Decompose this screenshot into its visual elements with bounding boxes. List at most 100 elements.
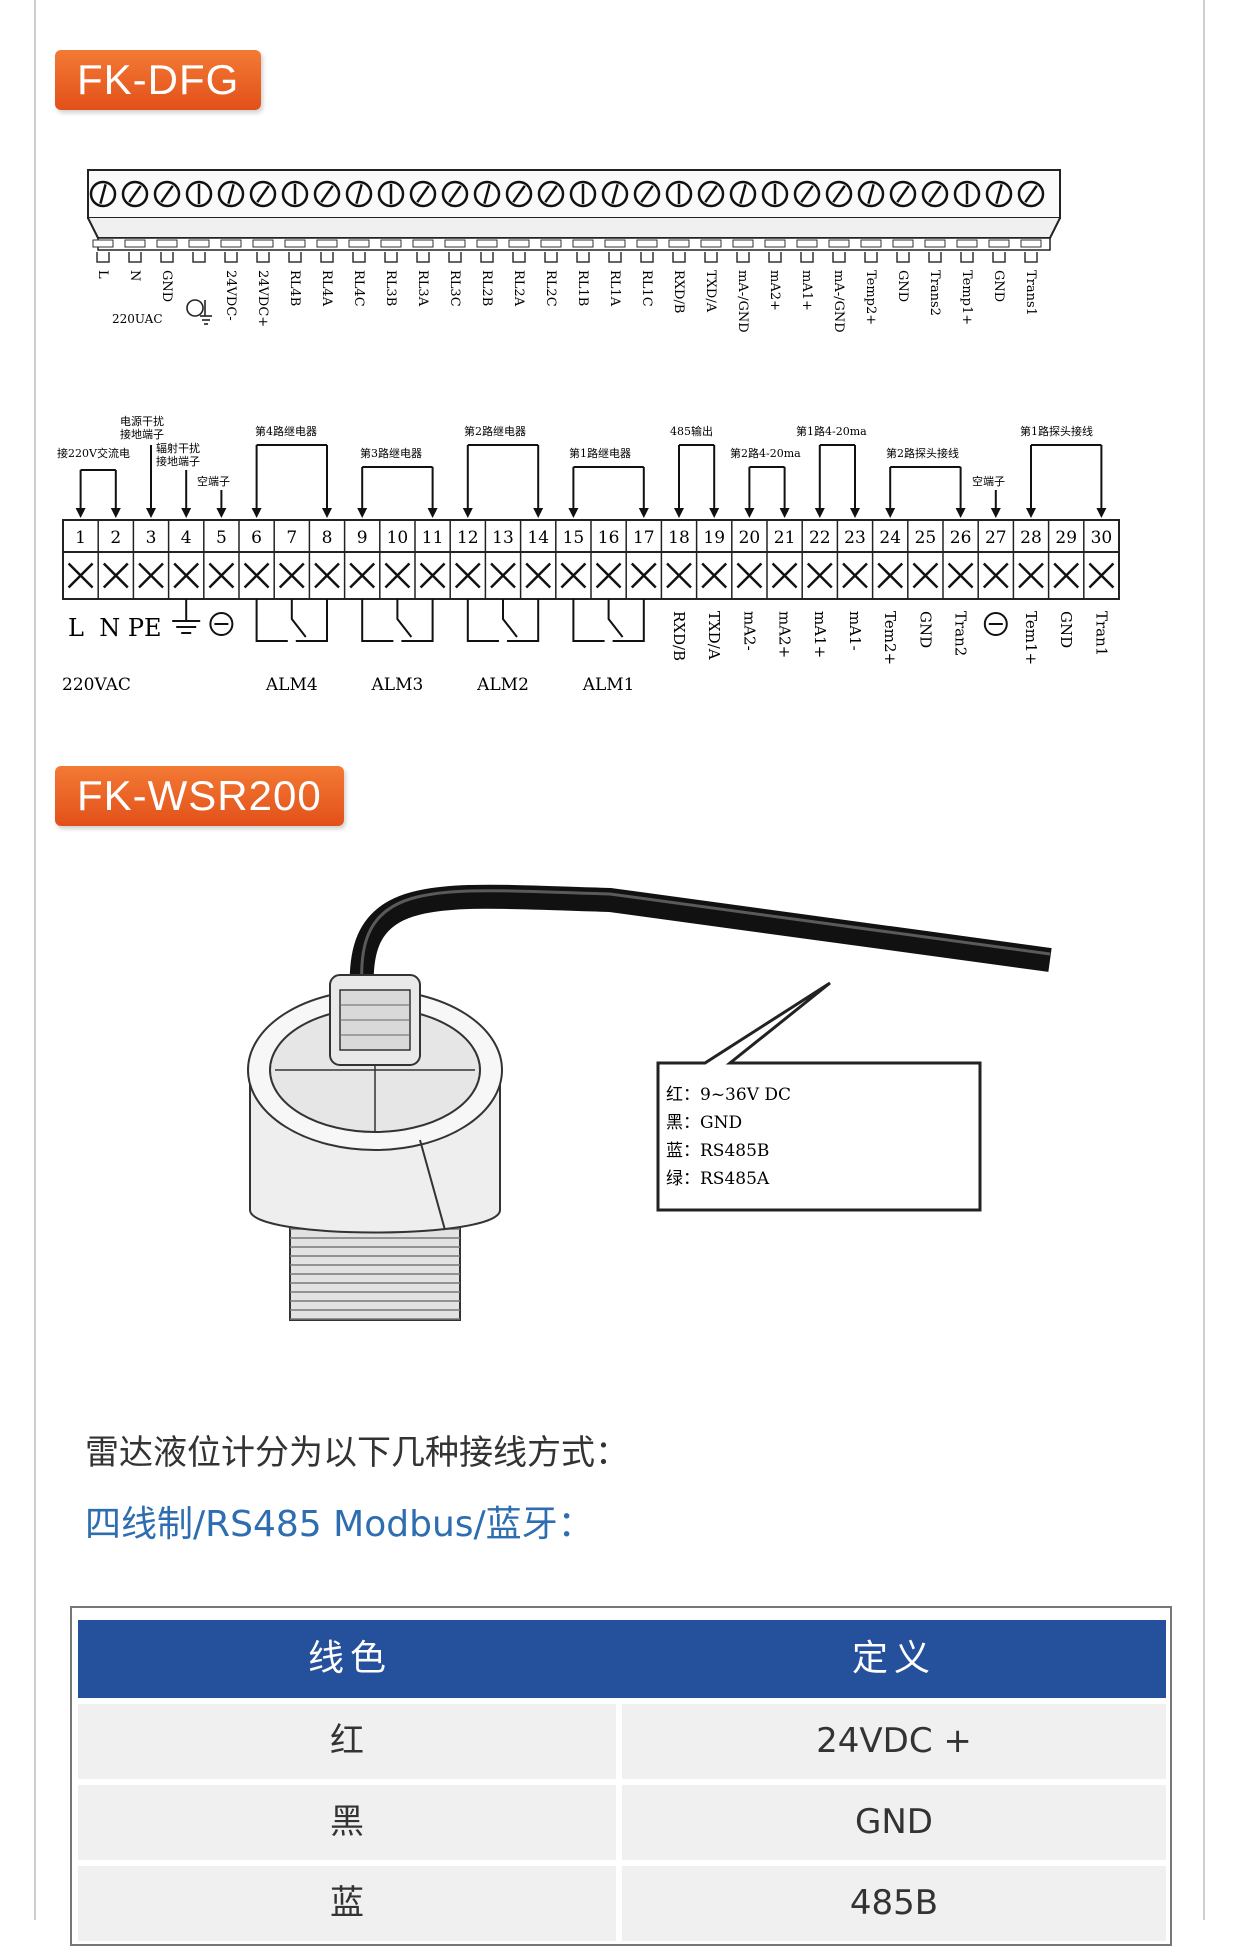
terminal-number: 6 <box>251 528 262 548</box>
terminal-function-label: Tran1 <box>1092 611 1110 656</box>
terminal-label: RL2A <box>511 270 526 307</box>
terminal-label: mA-/GND <box>735 270 750 333</box>
terminal-function-label: mA2+ <box>776 611 794 658</box>
relay-contact-icon <box>572 599 645 642</box>
relay-contact-icon <box>361 599 434 642</box>
header-definition: 定义 <box>851 1638 936 1679</box>
terminal-number: 15 <box>563 528 585 548</box>
terminal-number: 19 <box>703 528 725 548</box>
callout-line-red: 红：9~36V DC <box>666 1085 791 1105</box>
annot-relay-1: 第1路继电器 <box>569 446 631 460</box>
table-row: 蓝 485B <box>78 1866 1166 1941</box>
lnpe-label: L N PE <box>68 614 162 642</box>
terminal-number: 1 <box>75 528 86 548</box>
callout-line-green: 绿：RS485A <box>666 1169 770 1189</box>
wiring-mode-title: 四线制/RS485 Modbus/蓝牙： <box>85 1504 594 1545</box>
relay-contact-icon <box>255 599 328 642</box>
terminal-number: 20 <box>739 528 761 548</box>
terminal-number: 8 <box>322 528 333 548</box>
terminal-function-label: Tran2 <box>952 611 970 656</box>
cable <box>349 884 1052 1007</box>
page-frame-left <box>34 0 36 1920</box>
terminal-number: 21 <box>774 528 796 548</box>
terminal-label: RXD/B <box>671 270 686 313</box>
alarm-label: ALM1 <box>582 675 635 695</box>
terminal-number: 9 <box>357 528 368 548</box>
wiring-strip-diagram: 接220V交流电 电源干扰 接地端子 辐射干扰 接地端子 空端子 第4路继电器 … <box>57 414 1120 695</box>
wiring-annotations: 接220V交流电 电源干扰 接地端子 辐射干扰 接地端子 空端子 第4路继电器 … <box>57 414 1093 488</box>
terminal-number: 7 <box>286 528 297 548</box>
terminal-number: 17 <box>633 528 655 548</box>
terminal-label: RL3C <box>447 270 462 307</box>
page-frame-right <box>1203 0 1205 1920</box>
terminal-number: 12 <box>457 528 479 548</box>
table-row: 黑 GND <box>78 1785 1166 1860</box>
alarm-label: ALM2 <box>476 675 529 695</box>
terminal-label: RL1B <box>575 270 590 306</box>
terminal-number: 27 <box>985 528 1007 548</box>
terminal-label: Temp2+ <box>863 270 878 325</box>
terminal-function-label: GND <box>1057 611 1075 648</box>
section-badge-fk-wsr200: FK-WSR200 <box>55 766 344 826</box>
table-cell-definition: 24VDC + <box>622 1704 1166 1779</box>
terminal-label: Trans2 <box>927 270 942 316</box>
annot-empty-terminal-2: 空端子 <box>972 474 1005 488</box>
annot-ac220: 接220V交流电 <box>57 446 130 460</box>
table-cell-definition: 485B <box>622 1866 1166 1941</box>
annot-ma2: 第2路4-20ma <box>730 446 801 460</box>
annot-emi-1: 电源干扰 <box>120 414 164 428</box>
annot-relay-2: 第2路继电器 <box>464 424 526 438</box>
terminal-number: 29 <box>1055 528 1077 548</box>
terminal-number: 4 <box>181 528 192 548</box>
terminal-number: 16 <box>598 528 620 548</box>
terminal-number: 28 <box>1020 528 1042 548</box>
terminal-number: 18 <box>668 528 690 548</box>
terminal-number: 5 <box>216 528 227 548</box>
annot-rad-1: 辐射干扰 <box>156 441 200 455</box>
wiring-arrows <box>75 444 1107 518</box>
annot-relay-3: 第3路继电器 <box>360 446 422 460</box>
terminal-function-label: RXD/B <box>670 611 688 661</box>
terminal-number: 25 <box>915 528 937 548</box>
ground-icon <box>172 599 201 634</box>
annot-emi-2: 接地端子 <box>120 428 164 441</box>
terminal-number: 22 <box>809 528 831 548</box>
terminal-number: 14 <box>527 528 549 548</box>
radar-sensor-illustration: 红：9~36V DC 黑：GND 蓝：RS485B 绿：RS485A <box>247 884 1052 1321</box>
terminal-label: Trans1 <box>1023 270 1038 316</box>
terminal-screws <box>87 169 1061 263</box>
terminal-function-label: TXD/A <box>705 611 723 660</box>
terminal-function-label: mA2- <box>740 611 758 651</box>
alarm-label: ALM3 <box>371 675 424 695</box>
terminal-label: GND <box>895 270 910 302</box>
terminal-label: GND <box>159 270 174 302</box>
terminal-number: 3 <box>146 528 157 548</box>
terminal-number: 10 <box>387 528 409 548</box>
terminal-number: 2 <box>110 528 121 548</box>
table-header: 线色 定义 <box>78 1620 1166 1698</box>
annot-ma1: 第1路4-20ma <box>796 424 867 438</box>
section-badge-fk-dfg: FK-DFG <box>55 50 262 110</box>
annot-rad-2: 接地端子 <box>156 455 200 468</box>
terminal-number: 24 <box>879 528 901 548</box>
table-cell-color: 黑 <box>78 1785 616 1860</box>
terminal-label: mA2+ <box>767 270 782 311</box>
header-wire-color: 线色 <box>307 1638 392 1679</box>
terminal-label: 24VDC+ <box>255 270 270 327</box>
terminal-label: Temp1+ <box>959 270 974 325</box>
circled-minus-icon <box>983 612 1008 636</box>
terminal-function-label: mA1+ <box>811 611 829 658</box>
callout-box: 红：9~36V DC 黑：GND 蓝：RS485B 绿：RS485A <box>656 981 982 1212</box>
table-cell-color: 红 <box>78 1704 616 1779</box>
terminal-label: RL3A <box>415 270 430 307</box>
terminal-label: 24VDC- <box>223 270 238 321</box>
annot-empty-terminal: 空端子 <box>197 474 230 488</box>
terminal-number: 11 <box>422 528 444 548</box>
alarm-label: ALM4 <box>265 675 318 695</box>
callout-line-black: 黑：GND <box>666 1113 742 1133</box>
terminal-number: 26 <box>950 528 972 548</box>
annot-485-output: 485输出 <box>670 424 713 438</box>
